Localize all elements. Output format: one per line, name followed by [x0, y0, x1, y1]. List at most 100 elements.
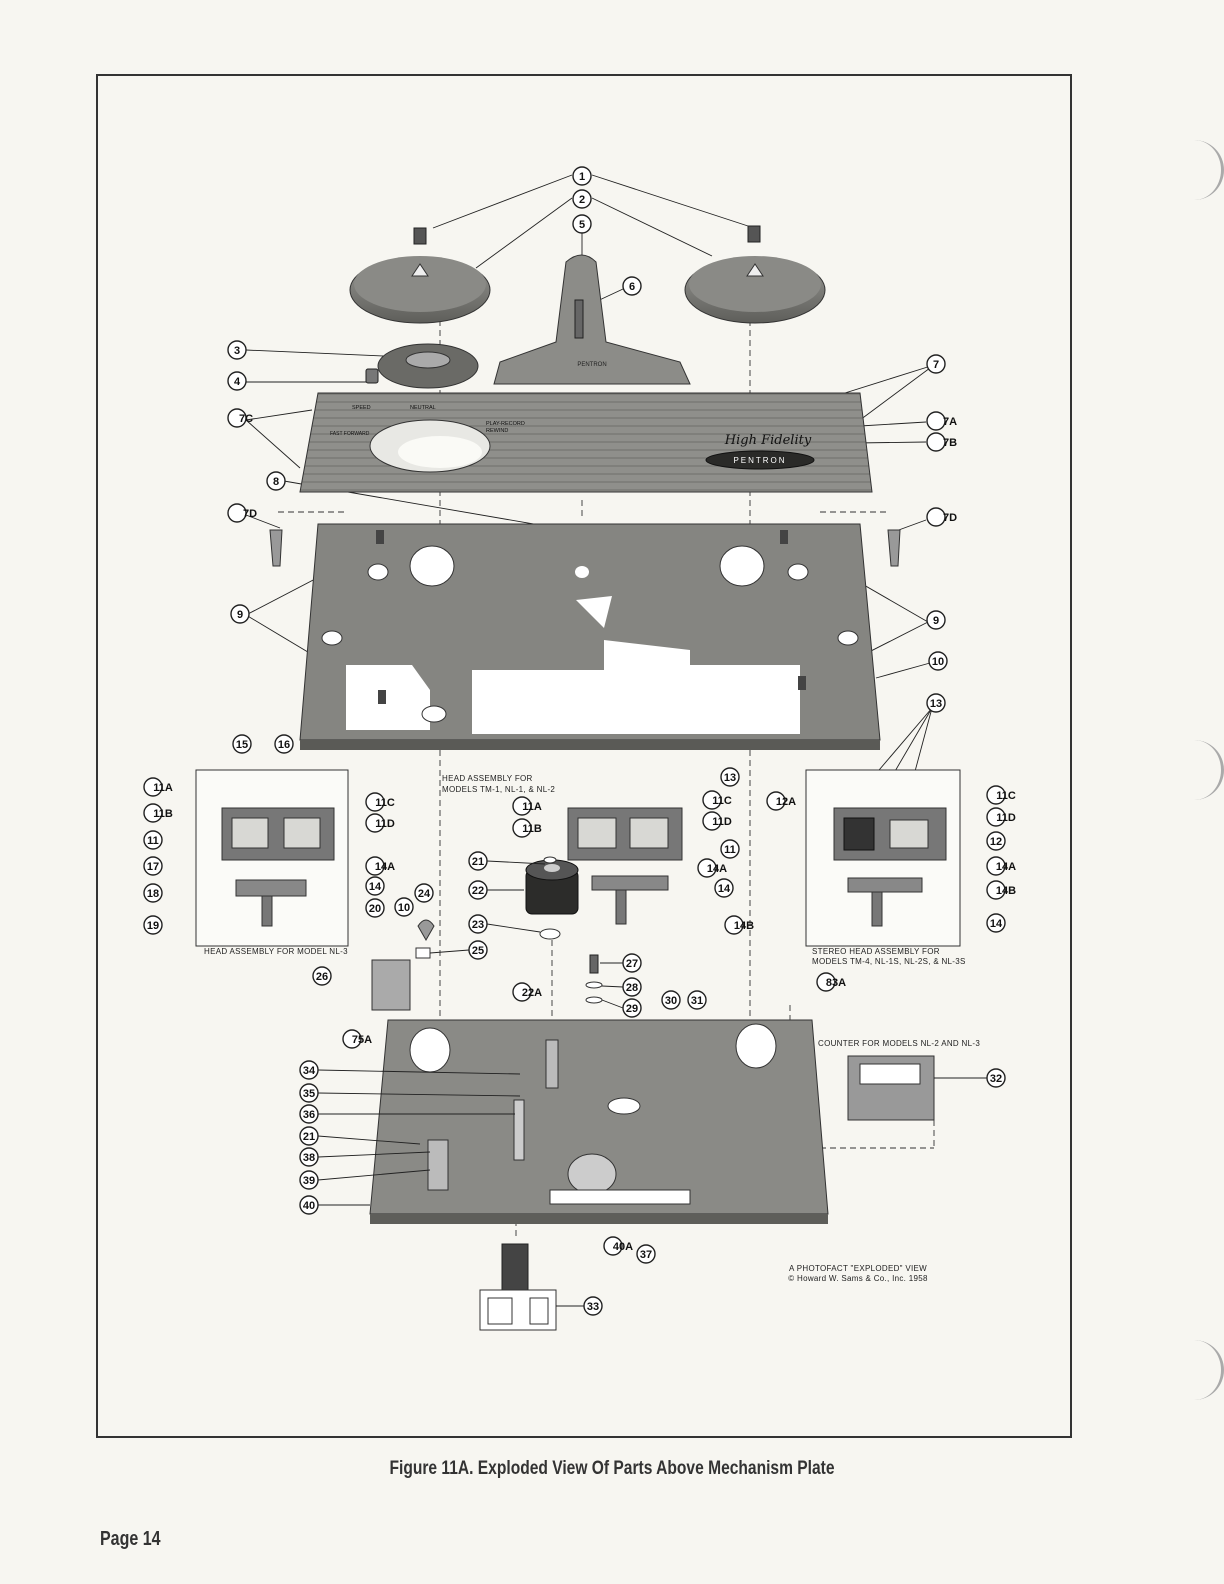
svg-text:14: 14 — [990, 918, 1003, 930]
credit-line-2: © Howard W. Sams & Co., Inc. 1958 — [788, 1274, 928, 1283]
svg-text:7D: 7D — [943, 512, 957, 524]
svg-text:13: 13 — [930, 698, 942, 710]
svg-text:4: 4 — [234, 376, 241, 388]
svg-text:7A: 7A — [943, 416, 957, 428]
head-assembly-nl3-box: HEAD ASSEMBLY FOR MODEL NL-3 — [195, 769, 349, 956]
callout-9-left: 9 — [230, 604, 250, 624]
head-assembly-tm1-label-1: HEAD ASSEMBLY FOR — [442, 774, 533, 783]
callout-11a-nl3: 11A — [143, 777, 173, 797]
svg-text:22A: 22A — [522, 987, 542, 999]
screw-washers — [585, 954, 603, 1004]
callout-12: 12 — [986, 831, 1006, 851]
callout-83a: 83A — [816, 972, 846, 992]
callout-8: 8 — [266, 471, 286, 491]
callout-7a: 7A — [926, 411, 957, 431]
svg-text:11C: 11C — [375, 797, 395, 809]
callout-31: 31 — [687, 990, 707, 1010]
svg-text:11D: 11D — [996, 812, 1016, 824]
panel-play-record-label: PLAY-RECORD — [486, 421, 525, 427]
callout-7b: 7B — [926, 432, 957, 452]
svg-text:16: 16 — [278, 739, 290, 751]
svg-text:7D: 7D — [243, 508, 257, 520]
callout-11d-nl3: 11D — [365, 813, 395, 833]
callout-7d-right: 7D — [926, 507, 957, 527]
callout-35: 35 — [299, 1083, 319, 1103]
callout-11-tm: 11 — [720, 839, 740, 859]
callout-11b-nl3: 11B — [143, 803, 173, 823]
stereo-head-assembly-label-1: STEREO HEAD ASSEMBLY FOR — [812, 947, 940, 956]
counter-label: COUNTER FOR MODELS NL-2 AND NL-3 — [818, 1039, 980, 1048]
callout-16: 16 — [274, 734, 294, 754]
svg-text:14A: 14A — [996, 861, 1016, 873]
motor-pulley-assembly — [479, 1243, 557, 1331]
svg-text:21: 21 — [303, 1131, 315, 1143]
callout-22a: 22A — [512, 982, 542, 1002]
callout-32: 32 — [986, 1068, 1006, 1088]
svg-text:13: 13 — [724, 772, 736, 784]
svg-text:24: 24 — [418, 888, 431, 900]
callout-27: 27 — [622, 953, 642, 973]
svg-text:7B: 7B — [943, 437, 957, 449]
callout-75a: 75A — [342, 1029, 372, 1049]
svg-text:10: 10 — [398, 902, 410, 914]
binder-hole-mark — [1161, 740, 1224, 800]
stereo-head-assembly-box: STEREO HEAD ASSEMBLY FOR MODELS TM-4, NL… — [805, 769, 966, 966]
svg-text:22: 22 — [472, 885, 484, 897]
svg-text:38: 38 — [303, 1152, 315, 1164]
callout-14-st: 14 — [986, 913, 1006, 933]
panel-rewind-label: REWIND — [486, 428, 508, 434]
callout-14b-tm: 14B — [724, 915, 754, 935]
svg-text:25: 25 — [472, 945, 484, 957]
svg-text:14A: 14A — [707, 863, 727, 875]
svg-text:14: 14 — [369, 881, 382, 893]
callout-12a: 12A — [766, 791, 796, 811]
svg-text:11D: 11D — [375, 818, 395, 830]
callout-40: 40 — [299, 1195, 319, 1215]
svg-text:83A: 83A — [826, 977, 846, 989]
svg-text:6: 6 — [629, 281, 635, 293]
callout-2: 2 — [572, 189, 592, 209]
svg-text:11C: 11C — [996, 790, 1016, 802]
svg-text:7C: 7C — [239, 413, 253, 425]
callout-14a-tm: 14A — [697, 858, 727, 878]
brand-badge: PENTRON — [733, 456, 786, 465]
right-reel — [684, 256, 826, 324]
callout-11c-nl3: 11C — [365, 792, 395, 812]
credit-line-1: A PHOTOFACT "EXPLODED" VIEW — [789, 1264, 927, 1273]
callout-20: 20 — [365, 898, 385, 918]
callout-25: 25 — [468, 940, 488, 960]
callout-18: 18 — [143, 883, 163, 903]
stand-brand-text: PENTRON — [577, 362, 606, 368]
left-reel-hub-cap — [413, 227, 427, 245]
svg-text:11D: 11D — [712, 816, 732, 828]
svg-text:7: 7 — [933, 359, 939, 371]
svg-text:75A: 75A — [352, 1034, 372, 1046]
svg-text:8: 8 — [273, 476, 279, 488]
callout-15: 15 — [232, 734, 252, 754]
callout-40a: 40A — [603, 1236, 633, 1256]
callout-38: 38 — [299, 1147, 319, 1167]
right-reel-hub-cap — [747, 225, 761, 243]
svg-text:40A: 40A — [613, 1241, 633, 1253]
callout-39: 39 — [299, 1170, 319, 1190]
svg-text:29: 29 — [626, 1003, 638, 1015]
callout-11-nl3: 11 — [143, 830, 163, 850]
callout-26: 26 — [312, 966, 332, 986]
callout-7d-left: 7D — [227, 503, 257, 523]
svg-text:14: 14 — [718, 883, 731, 895]
svg-text:10: 10 — [932, 656, 944, 668]
panel-foot-left — [269, 529, 283, 567]
page-number: Page 14 — [100, 1528, 161, 1550]
svg-text:17: 17 — [147, 861, 159, 873]
svg-text:39: 39 — [303, 1175, 315, 1187]
stereo-head-assembly-label-2: MODELS TM-4, NL-1S, NL-2S, & NL-3S — [812, 957, 966, 966]
svg-text:5: 5 — [579, 219, 585, 231]
svg-text:11A: 11A — [153, 782, 173, 794]
svg-text:11C: 11C — [712, 795, 732, 807]
callout-34: 34 — [299, 1060, 319, 1080]
callout-28: 28 — [622, 977, 642, 997]
head-assembly-tm1-group: HEAD ASSEMBLY FOR MODELS TM-1, NL-1, & N… — [442, 774, 683, 925]
svg-text:27: 27 — [626, 958, 638, 970]
head-cover-stand: PENTRON — [493, 254, 691, 385]
